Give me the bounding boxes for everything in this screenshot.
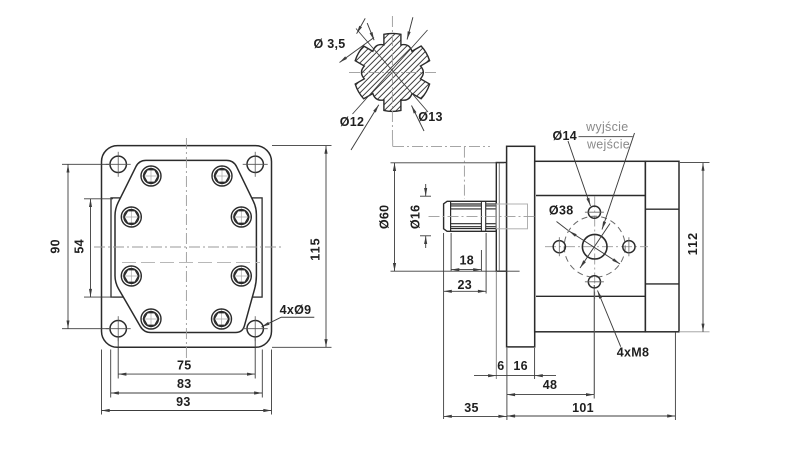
- svg-text:wyjście: wyjście: [585, 120, 628, 134]
- svg-text:90: 90: [48, 239, 62, 254]
- svg-text:18: 18: [460, 253, 475, 267]
- svg-text:4xM8: 4xM8: [617, 346, 649, 360]
- svg-text:112: 112: [686, 232, 700, 255]
- svg-text:6: 6: [497, 359, 504, 373]
- svg-text:16: 16: [513, 359, 528, 373]
- svg-text:83: 83: [177, 377, 192, 391]
- svg-text:23: 23: [457, 278, 472, 292]
- svg-text:Ø60: Ø60: [378, 205, 392, 230]
- svg-text:Ø14: Ø14: [553, 129, 578, 143]
- svg-text:48: 48: [543, 378, 558, 392]
- svg-text:75: 75: [177, 358, 192, 372]
- svg-text:54: 54: [72, 239, 86, 254]
- svg-text:Ø38: Ø38: [549, 204, 574, 218]
- svg-text:4xØ9: 4xØ9: [280, 303, 312, 317]
- svg-text:Ø13: Ø13: [418, 110, 443, 124]
- svg-text:115: 115: [309, 237, 323, 260]
- svg-text:Ø16: Ø16: [409, 205, 423, 230]
- svg-text:Ø 3,5: Ø 3,5: [313, 37, 345, 51]
- svg-text:Ø12: Ø12: [340, 115, 365, 129]
- svg-text:93: 93: [176, 395, 191, 409]
- svg-text:35: 35: [464, 401, 479, 415]
- svg-text:wejście: wejście: [586, 138, 630, 152]
- svg-text:101: 101: [572, 401, 594, 415]
